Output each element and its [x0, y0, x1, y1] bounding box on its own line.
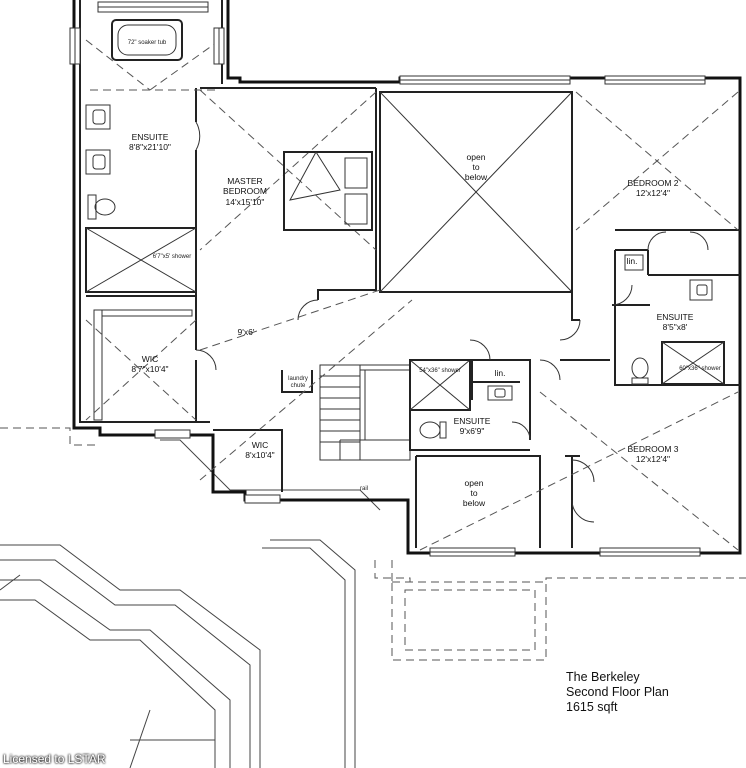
ensuite-master-dim: 8'8"x21'10" [129, 142, 171, 152]
ensuite-master-name: ENSUITE [132, 132, 169, 142]
lin-b2: lin. [627, 256, 638, 266]
ceiling-lines [85, 39, 739, 551]
interior-walls [85, 87, 740, 548]
wic-master-dim: 8'7"x10'4" [131, 364, 168, 374]
rail-label: rail [360, 486, 368, 492]
master-bedroom-name-2: BEDROOM [223, 186, 267, 196]
master-bedroom-name-1: MASTER [227, 176, 262, 186]
plan-title-line2: Second Floor Plan [566, 685, 669, 699]
fixtures [85, 19, 725, 523]
open-below-1-l3: below [465, 172, 488, 182]
wic-small-name: WIC [252, 440, 269, 450]
laundry-l2: chute [291, 383, 306, 389]
shower-mid-label: 54"x36" shower [419, 368, 461, 374]
open-below-2-l1: open [465, 478, 484, 488]
plan-title: The Berkeley Second Floor Plan 1615 sqft [566, 670, 669, 715]
roof-outline [0, 439, 381, 768]
ensuite-b2-dim: 8'5"x8' [663, 322, 688, 332]
ensuite-mid-name: ENSUITE [454, 416, 491, 426]
master-bedroom-dim: 14'x15'10" [226, 197, 265, 207]
shower-master-label: 6'7"x5' shower [153, 254, 191, 260]
lin-mid: lin. [495, 368, 506, 378]
open-below-2-l2: to [470, 488, 477, 498]
open-below-2-l3: below [463, 498, 486, 508]
windows [69, 1, 706, 557]
bedroom2-name: BEDROOM 2 [627, 178, 678, 188]
tub-label: 72" soaker tub [128, 40, 167, 46]
plan-title-line3: 1615 sqft [566, 700, 618, 714]
ensuite-mid-dim: 9'x6'9" [460, 426, 485, 436]
plan-title-line1: The Berkeley [566, 670, 640, 684]
license-credit: Licensed to LSTAR [3, 752, 106, 766]
bedroom2-dim: 12'x12'4" [636, 188, 670, 198]
wic-small-dim: 8'x10'4" [245, 450, 274, 460]
wic-master-name: WIC [142, 354, 159, 364]
shower-b2-label: 60"x36" shower [679, 366, 721, 372]
room-labels: ENSUITE 8'8"x21'10" MASTER BEDROOM 14'x1… [128, 40, 721, 508]
bedroom3-dim: 12'x12'4" [636, 454, 670, 464]
open-below-1-l2: to [472, 162, 479, 172]
open-below-1-l1: open [467, 152, 486, 162]
bedroom3-name: BEDROOM 3 [627, 444, 678, 454]
ensuite-b2-name: ENSUITE [657, 312, 694, 322]
dashed-outline [0, 427, 746, 661]
hall-dim: 9'x6' [238, 327, 255, 337]
laundry-l1: laundry [288, 376, 308, 382]
